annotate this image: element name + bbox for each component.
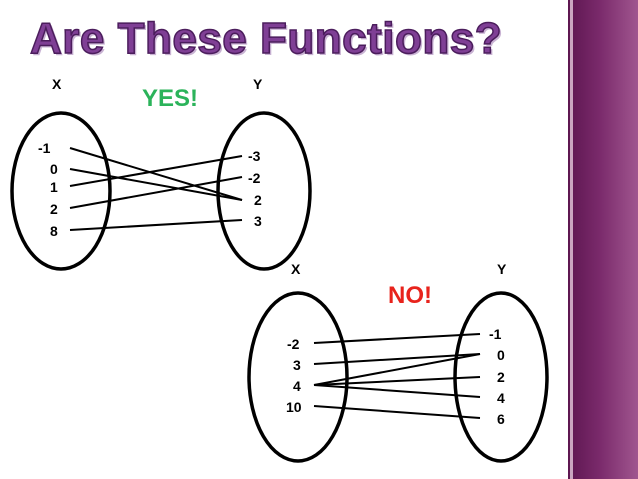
domain-value: 4 bbox=[293, 378, 301, 394]
domain-oval bbox=[247, 291, 349, 463]
arrow-4-to-0 bbox=[313, 353, 481, 386]
range-value: -2 bbox=[248, 170, 261, 186]
domain-value: 0 bbox=[50, 161, 58, 177]
range-value: -3 bbox=[248, 148, 261, 164]
range-value: 0 bbox=[497, 347, 505, 363]
slide-title: Are These Functions? bbox=[29, 13, 503, 64]
arrow-neg1-to-2 bbox=[69, 147, 243, 201]
range-oval bbox=[216, 111, 312, 271]
domain-value: 3 bbox=[293, 357, 301, 373]
domain-value: 1 bbox=[50, 179, 58, 195]
verdict-no: NO! bbox=[388, 282, 432, 309]
mapping-arrows bbox=[69, 147, 243, 231]
arrow-0-to-2 bbox=[69, 168, 243, 201]
side-panel bbox=[568, 0, 638, 479]
arrow-4-to-2 bbox=[313, 376, 481, 386]
range-label: Y bbox=[497, 261, 507, 277]
domain-value: 10 bbox=[286, 399, 302, 415]
domain-value: 2 bbox=[50, 201, 58, 217]
verdict-yes: YES! bbox=[142, 85, 198, 112]
domain-label: X bbox=[291, 261, 301, 277]
arrow-10-to-6 bbox=[313, 405, 481, 419]
mapping-arrows bbox=[313, 333, 481, 419]
domain-value: 8 bbox=[50, 223, 58, 239]
range-value: 3 bbox=[254, 213, 262, 229]
arrow-8-to-3 bbox=[69, 219, 243, 231]
arrow-4-to-4 bbox=[313, 384, 481, 398]
range-value: -1 bbox=[489, 326, 502, 342]
arrow-2-to-neg2 bbox=[69, 176, 243, 209]
range-oval bbox=[453, 291, 549, 463]
domain-value: -2 bbox=[287, 336, 300, 352]
range-value: 2 bbox=[254, 192, 262, 208]
domain-value: -1 bbox=[38, 140, 51, 156]
range-value: 2 bbox=[497, 369, 505, 385]
side-stripe bbox=[570, 0, 573, 479]
range-value: 6 bbox=[497, 411, 505, 427]
arrow-neg2-to-neg1 bbox=[313, 333, 481, 344]
mapping-diagram-no: X Y NO! -2 3 4 10 -1 0 2 4 6 bbox=[247, 261, 549, 463]
domain-oval bbox=[10, 111, 112, 271]
mapping-diagram-yes: X Y YES! -1 0 1 2 8 -3 -2 2 3 bbox=[10, 76, 312, 271]
arrow-1-to-neg3 bbox=[69, 155, 243, 187]
domain-label: X bbox=[52, 76, 62, 92]
range-value: 4 bbox=[497, 390, 505, 406]
arrow-3-to-0 bbox=[313, 353, 481, 365]
range-label: Y bbox=[253, 76, 263, 92]
